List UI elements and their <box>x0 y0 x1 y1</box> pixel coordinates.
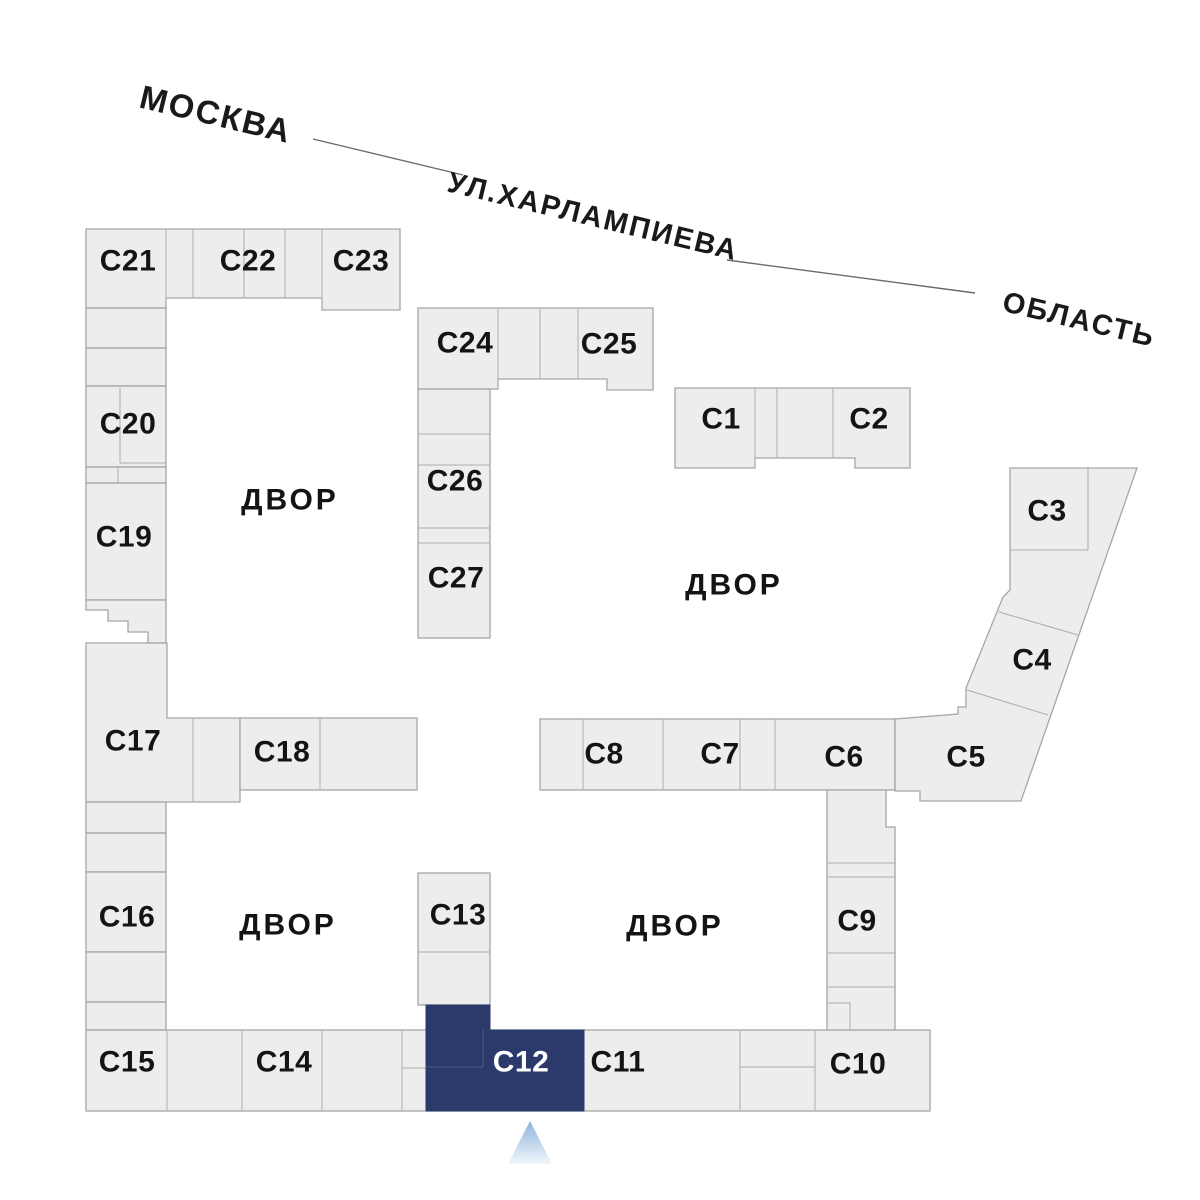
building-c17-label: С17 <box>105 725 162 758</box>
building-column-c9[interactable] <box>826 789 896 1031</box>
street-label-city: МОСКВА <box>136 78 296 150</box>
building-c27-label: С27 <box>428 562 485 595</box>
building-c6-label: С6 <box>824 741 863 774</box>
street-label-region: ОБЛАСТЬ <box>999 286 1158 354</box>
courtyard-label-bottom-left: ДВОР <box>239 909 337 942</box>
left-wing-stair-segment <box>85 599 167 644</box>
selected-unit-divider-lines <box>426 1030 484 1068</box>
building-c18-shape[interactable] <box>239 717 418 791</box>
left-wing-segment-3 <box>85 466 167 484</box>
building-c20-shape[interactable] <box>85 385 167 468</box>
selection-pointer-icon <box>508 1121 552 1164</box>
building-c3-label: С3 <box>1027 495 1066 528</box>
unit-divider-lines <box>117 229 1089 1111</box>
left-wing-segment-6 <box>85 951 167 1003</box>
building-c25-label: С25 <box>581 328 638 361</box>
building-c7-label: С7 <box>700 738 739 771</box>
building-c2-label: С2 <box>849 403 888 436</box>
building-c15-label: С15 <box>99 1046 156 1079</box>
street-label-street: УЛ.ХАРЛАМПИЕВА <box>444 167 741 268</box>
building-column-c26-c27[interactable] <box>417 388 491 639</box>
building-c19-label: С19 <box>96 521 153 554</box>
left-wing-segment-1 <box>85 307 167 349</box>
building-c16-label: С16 <box>99 901 156 934</box>
building-c16-shape[interactable] <box>85 871 167 953</box>
street-line-segment-1 <box>312 138 464 176</box>
building-row-c8-c7-c6[interactable] <box>539 718 896 791</box>
street-line-segment-2 <box>726 259 976 294</box>
left-wing-segment-4 <box>85 801 167 834</box>
building-wing-c3-c4-c5[interactable] <box>894 467 1138 802</box>
building-c21-label: С21 <box>100 245 157 278</box>
building-c22-label: С22 <box>220 245 277 278</box>
building-c13-shape[interactable] <box>417 872 491 1006</box>
building-block-c1-c2[interactable] <box>674 387 911 469</box>
building-c13-label: С13 <box>430 899 487 932</box>
building-labels: С1 С2 С3 С4 С5 С6 С7 С8 С9 С10 С11 С12 С… <box>96 245 1066 1081</box>
building-c12-label-selected: С12 <box>493 1046 550 1079</box>
building-c14-label: С14 <box>256 1046 313 1079</box>
courtyard-label-bottom-right: ДВОР <box>626 910 724 943</box>
building-c9-label: С9 <box>837 905 876 938</box>
building-c26-label: С26 <box>427 465 484 498</box>
building-c19-shape[interactable] <box>85 482 167 601</box>
building-c18-label: С18 <box>254 736 311 769</box>
courtyard-label-top-right: ДВОР <box>685 569 783 602</box>
building-c4-label: С4 <box>1012 644 1051 677</box>
courtyard-label-top-left: ДВОР <box>241 484 339 517</box>
building-shapes <box>85 228 1138 1112</box>
left-wing-segment-2 <box>85 347 167 387</box>
building-c5-label: С5 <box>946 741 985 774</box>
left-wing-segment-5 <box>85 832 167 873</box>
building-c8-label: С8 <box>584 738 623 771</box>
building-c20-label: С20 <box>100 408 157 441</box>
building-c10-label: С10 <box>830 1048 887 1081</box>
building-c12-shape-selected[interactable] <box>425 1004 585 1112</box>
building-c24-label: С24 <box>437 327 494 360</box>
building-c17-shape[interactable] <box>85 642 241 803</box>
building-c1-label: С1 <box>701 403 740 436</box>
building-c23-label: С23 <box>333 245 390 278</box>
courtyard-labels: ДВОР ДВОР ДВОР ДВОР <box>239 484 783 943</box>
left-wing-segment-7 <box>85 1001 167 1031</box>
building-c11-label: С11 <box>591 1046 646 1079</box>
